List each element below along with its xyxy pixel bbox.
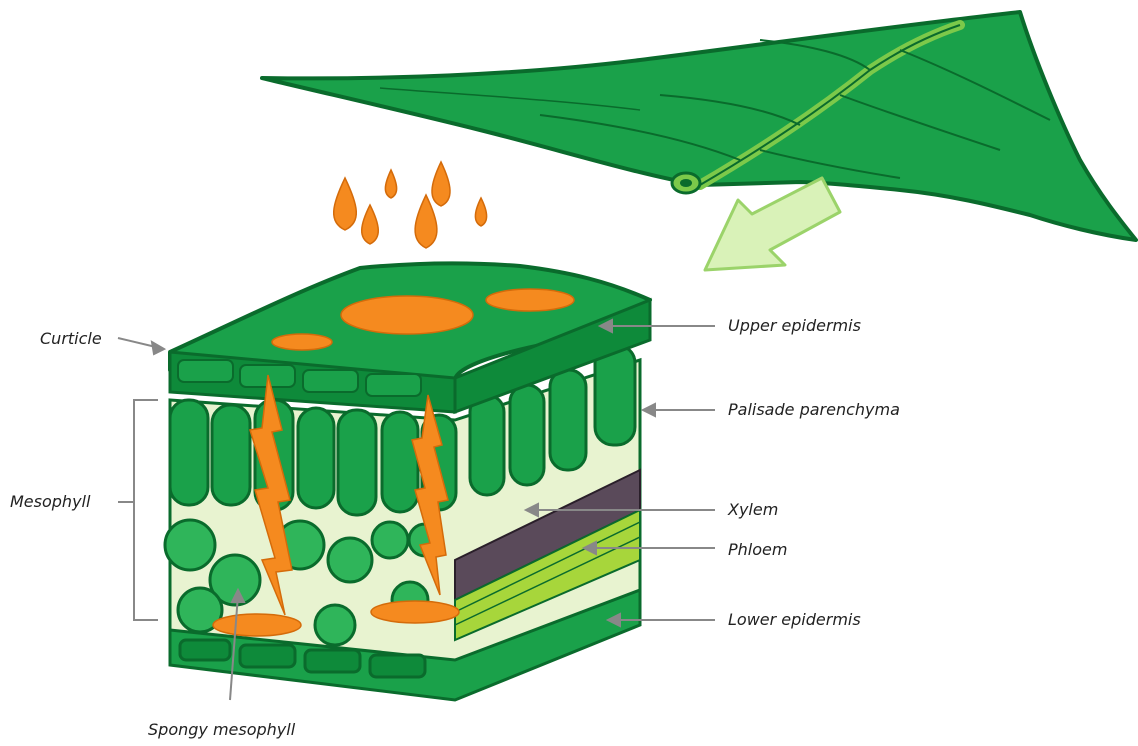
label-phloem: Phloem — [728, 540, 787, 559]
label-upper-epidermis: Upper epidermis — [728, 316, 861, 335]
label-mesophyll: Mesophyll — [10, 492, 90, 511]
label-curticle: Curticle — [40, 329, 102, 348]
label-palisade-parenchyma: Palisade parenchyma — [728, 400, 900, 419]
label-spongy-mesophyll: Spongy mesophyll — [148, 720, 295, 739]
cross-section — [165, 263, 650, 700]
leaf-illustration — [262, 12, 1136, 240]
zoom-arrow — [705, 178, 840, 270]
water-droplets — [334, 162, 487, 248]
label-xylem: Xylem — [728, 500, 778, 519]
label-lower-epidermis: Lower epidermis — [728, 610, 861, 629]
mesophyll-bracket — [118, 400, 158, 620]
